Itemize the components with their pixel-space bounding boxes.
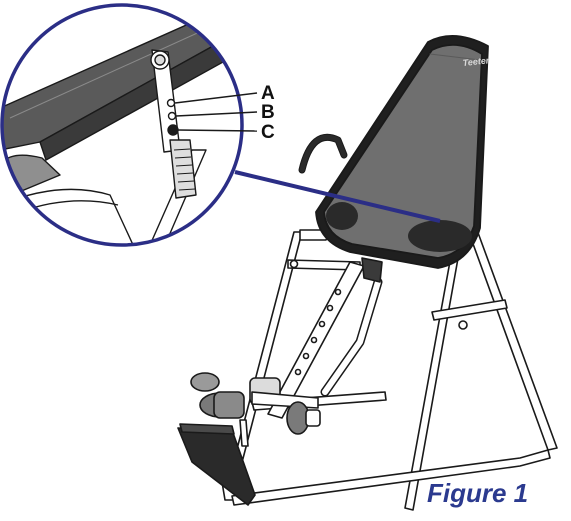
foot-platform <box>177 423 256 506</box>
figure-caption: Figure 1 <box>427 478 529 508</box>
front-frame <box>214 229 551 506</box>
brand-logo: Teeter <box>462 55 490 68</box>
callout-leaders <box>174 92 258 132</box>
rear-frame <box>404 229 558 511</box>
svg-text:Teeter: Teeter <box>462 55 490 68</box>
callout-label-b: B <box>261 102 275 123</box>
callout-label-a: A <box>261 83 275 104</box>
inversion-table: Teeter <box>177 34 558 511</box>
ankle-system <box>190 372 321 447</box>
center-tube <box>267 257 383 419</box>
detail-magnifier <box>0 3 258 247</box>
callout-label-c: C <box>261 122 275 143</box>
detail-connector-line <box>234 170 441 223</box>
